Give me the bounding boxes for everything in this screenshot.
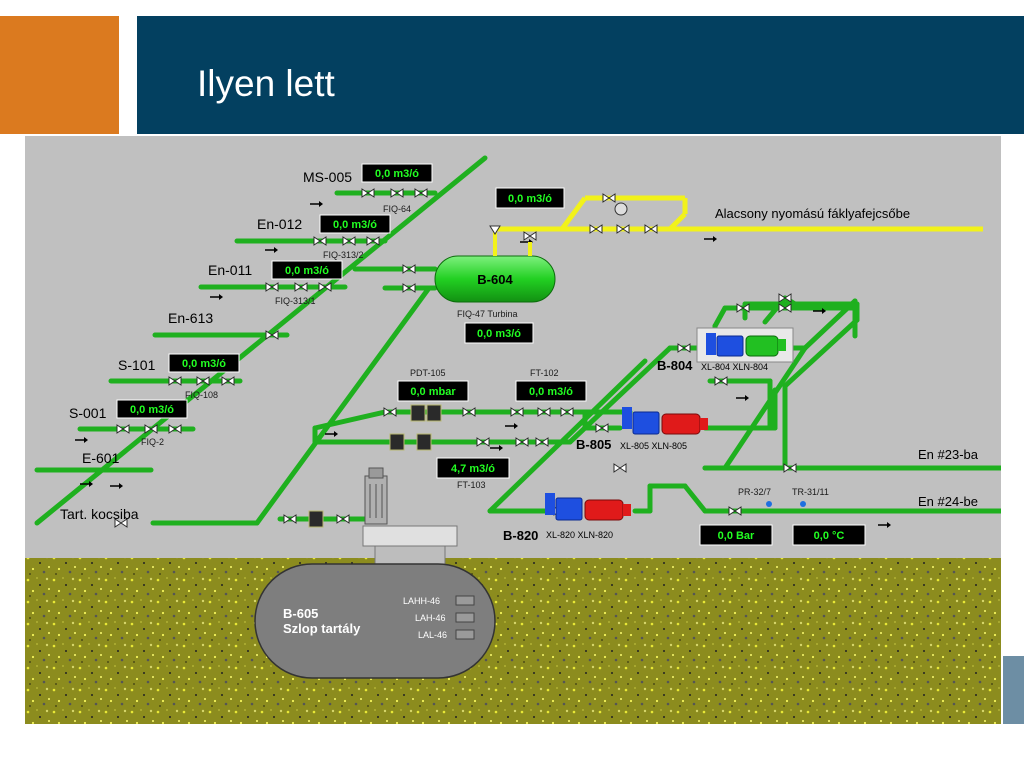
display-temperature: 0,0 °C [814, 530, 845, 542]
display-fiq64-box [361, 163, 433, 183]
vessel-b604-label: B-604 [477, 272, 513, 287]
vessel-b604: B-604 [434, 225, 556, 303]
tag-pdt105: PDT-105 [410, 368, 446, 378]
display-pressure: 0,0 Bar [718, 530, 755, 542]
display-fiq2: 0,0 m3/ó [130, 404, 174, 416]
tank-b605-name: B-605 [283, 606, 318, 621]
label-ms005: MS-005 [303, 169, 352, 185]
tank-pump-column [364, 467, 388, 525]
display-flare: 0,0 m3/ó [508, 193, 552, 205]
label-en011: En-011 [208, 262, 252, 278]
ground-area [25, 558, 1001, 724]
sensor-icons [766, 501, 806, 507]
display-ft103-box [436, 457, 510, 479]
tag-turbina: FIQ-47 Turbina [457, 309, 518, 319]
display-temperature-box [792, 524, 866, 546]
tag-ft103: FT-103 [457, 480, 486, 490]
tank-alarm-lah: LAH-46 [415, 613, 446, 623]
label-s101: S-101 [118, 357, 156, 373]
process-diagram: MS-005 En-012 En-011 En-613 S-101 S-001 … [25, 136, 1001, 724]
accent-block [0, 16, 119, 134]
label-en613: En-613 [168, 310, 213, 326]
tank-b605-manhole [362, 525, 458, 577]
tag-fiq108: FIQ-108 [185, 390, 218, 400]
filter-elements [308, 404, 442, 528]
tank-alarm-lahh: LAHH-46 [403, 596, 440, 606]
title-banner: Ilyen lett [137, 16, 1024, 134]
display-turbina: 0,0 m3/ó [477, 328, 521, 340]
pump-b804-name: B-804 [657, 358, 693, 373]
display-fiq108-box [168, 353, 240, 373]
tag-pr: PR-32/7 [738, 487, 771, 497]
display-fiq64: 0,0 m3/ó [375, 168, 419, 180]
pump-b805 [622, 407, 708, 435]
pump-b804-tags: XL-804 XLN-804 [701, 362, 768, 372]
flare-pipe [495, 195, 983, 232]
display-turbina-box [464, 322, 534, 344]
display-fiq3132-box [319, 214, 391, 234]
tag-tr: TR-31/11 [792, 487, 829, 497]
pump-b805-name: B-805 [576, 437, 611, 452]
tag-fiq64: FIQ-64 [383, 204, 411, 214]
display-pdt105: 0,0 mbar [410, 386, 456, 398]
outlet-en23: En #23-ba [918, 447, 979, 462]
pump-b805-tags: XL-805 XLN-805 [620, 441, 687, 451]
display-flare-box [495, 187, 565, 209]
label-e601: E-601 [82, 450, 120, 466]
label-s001: S-001 [69, 405, 107, 421]
display-ft103: 4,7 m3/ó [451, 463, 495, 475]
tank-alarm-lal: LAL-46 [418, 630, 447, 640]
slide-title: Ilyen lett [197, 63, 335, 104]
flare-label: Alacsony nyomású fáklyafejcsőbe [715, 206, 910, 221]
display-ft102-box [515, 380, 587, 402]
display-fiq2-box [116, 399, 188, 419]
display-pressure-box [699, 524, 773, 546]
label-en012: En-012 [257, 216, 302, 232]
display-fiq3132: 0,0 m3/ó [333, 219, 377, 231]
pump-b804 [696, 327, 794, 363]
tank-alarm-indicators [455, 595, 475, 640]
pipe-network [34, 155, 1001, 526]
tag-fiq3131: FIQ-313/1 [275, 296, 316, 306]
tank-b605 [254, 563, 496, 679]
tag-fiq3132: FIQ-313/2 [323, 250, 364, 260]
pump-b820-name: B-820 [503, 528, 538, 543]
display-ft102: 0,0 m3/ó [529, 386, 573, 398]
tag-ft102: FT-102 [530, 368, 559, 378]
tank-b605-desc: Szlop tartály [283, 621, 361, 636]
display-fiq3131-box [271, 260, 343, 280]
pump-b820 [545, 493, 631, 521]
flare-controller-icon [614, 202, 628, 216]
label-tart-kocsiba: Tart. kocsiba [60, 506, 139, 522]
side-accent-strip [1003, 656, 1024, 724]
display-pdt105-box [397, 380, 469, 402]
display-fiq3131: 0,0 m3/ó [285, 265, 329, 277]
display-fiq108: 0,0 m3/ó [182, 358, 226, 370]
outlet-en24: En #24-be [918, 494, 978, 509]
tag-fiq2: FIQ-2 [141, 437, 164, 447]
pump-b820-tags: XL-820 XLN-820 [546, 530, 613, 540]
